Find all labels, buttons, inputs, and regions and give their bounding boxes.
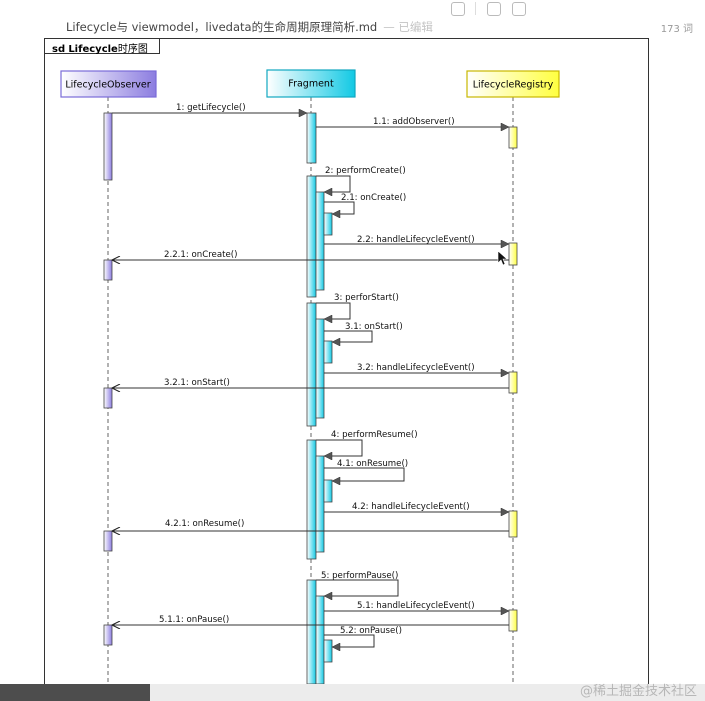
message-3-2-1-label: 3.2.1: onStart(): [164, 378, 230, 388]
document-title-text: Lifecycle与 viewmodel，livedata的生命周期原理简析.m…: [66, 20, 378, 34]
message-1-1-label: 1.1: addObserver(): [373, 117, 455, 127]
activation-registry-5: [508, 609, 518, 632]
message-3-2-label: 3.2: handleLifecycleEvent(): [357, 363, 475, 373]
message-2-1-label: 2.1: onCreate(): [341, 193, 406, 203]
participant-registry: LifecycleRegistry: [466, 70, 560, 98]
mouse-cursor-icon: [497, 250, 508, 266]
message-5-2-label: 5.2: onPause(): [340, 626, 402, 636]
activation-observer-1: [103, 112, 113, 181]
message-3-arrow: [316, 302, 351, 319]
message-2-2-label: 2.2: handleLifecycleEvent(): [357, 235, 475, 245]
message-4-arrow: [316, 439, 363, 456]
activation-fragment-4a: [315, 455, 325, 553]
message-3-1-arrow: [324, 330, 373, 342]
activation-registry-3: [508, 371, 518, 394]
frame-title: sd Lifecycle时序图: [52, 40, 148, 55]
activation-registry-2: [508, 242, 518, 266]
message-2-1-arrow: [324, 201, 355, 214]
message-4-2-label: 4.2: handleLifecycleEvent(): [352, 502, 470, 512]
activation-fragment-2a: [315, 191, 325, 291]
activation-fragment-1: [306, 112, 317, 164]
participant-fragment: Fragment: [266, 69, 356, 98]
frame-keyword: sd: [52, 44, 66, 55]
toolbar-separator: [475, 2, 476, 15]
message-3-1-label: 3.1: onStart(): [345, 322, 403, 332]
message-5-label: 5: performPause(): [321, 571, 398, 581]
bottom-scrollbar-thumb[interactable]: [0, 684, 150, 701]
word-count: 173 词: [660, 24, 693, 35]
share-icon[interactable]: [451, 2, 465, 16]
activation-fragment-4: [306, 439, 317, 560]
message-4-1-arrow: [324, 467, 405, 481]
frame-tab-right: [159, 38, 160, 54]
activation-fragment-2: [306, 175, 317, 298]
activation-observer-4: [103, 530, 113, 552]
activation-registry-4: [508, 510, 518, 538]
message-5-arrow: [316, 579, 399, 596]
message-3-label: 3: perforStart(): [334, 293, 399, 303]
watermark: @稀土掘金技术社区: [579, 684, 697, 699]
frame-top-border: [44, 38, 649, 39]
editor-top-bar: Lifecycle与 viewmodel，livedata的生命周期原理简析.m…: [0, 0, 705, 40]
message-5-1-1-label: 5.1.1: onPause(): [159, 615, 229, 625]
frame-name: Lifecycle: [68, 44, 118, 55]
participant-observer: LifecycleObserver: [60, 70, 157, 98]
frame-tab-bottom: [44, 53, 160, 54]
activation-fragment-5b: [323, 639, 333, 663]
message-4-label: 4: performResume(): [331, 430, 418, 440]
settings-icon[interactable]: [487, 2, 501, 16]
activation-fragment-3a: [315, 318, 325, 419]
participant-registry-name: LifecycleRegistry: [473, 80, 554, 91]
activation-registry-1: [508, 126, 518, 149]
bottom-scrollbar-track[interactable]: [0, 684, 705, 701]
activation-observer-5: [103, 624, 113, 646]
activation-fragment-3: [306, 302, 317, 427]
more-icon[interactable]: [512, 2, 526, 16]
message-1-label: 1: getLifecycle(): [176, 103, 246, 113]
message-2-2-1-label: 2.2.1: onCreate(): [164, 250, 237, 260]
frame-left-border: [44, 38, 45, 684]
message-5-2-arrow: [324, 634, 375, 647]
message-4-2-1-label: 4.2.1: onResume(): [165, 519, 244, 529]
frame-right-border: [648, 38, 649, 684]
document-status: — 已编辑: [383, 20, 433, 34]
activation-observer-2: [103, 259, 113, 281]
message-2-label: 2: performCreate(): [325, 166, 406, 176]
document-title: Lifecycle与 viewmodel，livedata的生命周期原理简析.m…: [66, 19, 433, 35]
activation-fragment-4b: [323, 479, 333, 503]
message-2-arrow: [316, 175, 351, 192]
message-5-1-label: 5.1: handleLifecycleEvent(): [357, 601, 475, 611]
activation-fragment-2b: [323, 212, 333, 236]
participant-fragment-name: Fragment: [288, 79, 334, 90]
message-4-1-label: 4.1: onResume(): [337, 459, 408, 469]
activation-fragment-5: [306, 579, 317, 685]
activation-fragment-3b: [323, 340, 333, 364]
activation-fragment-5a: [315, 595, 325, 685]
participant-observer-name: LifecycleObserver: [65, 80, 150, 91]
activation-observer-3: [103, 387, 113, 409]
frame-name-suffix: 时序图: [117, 44, 148, 55]
